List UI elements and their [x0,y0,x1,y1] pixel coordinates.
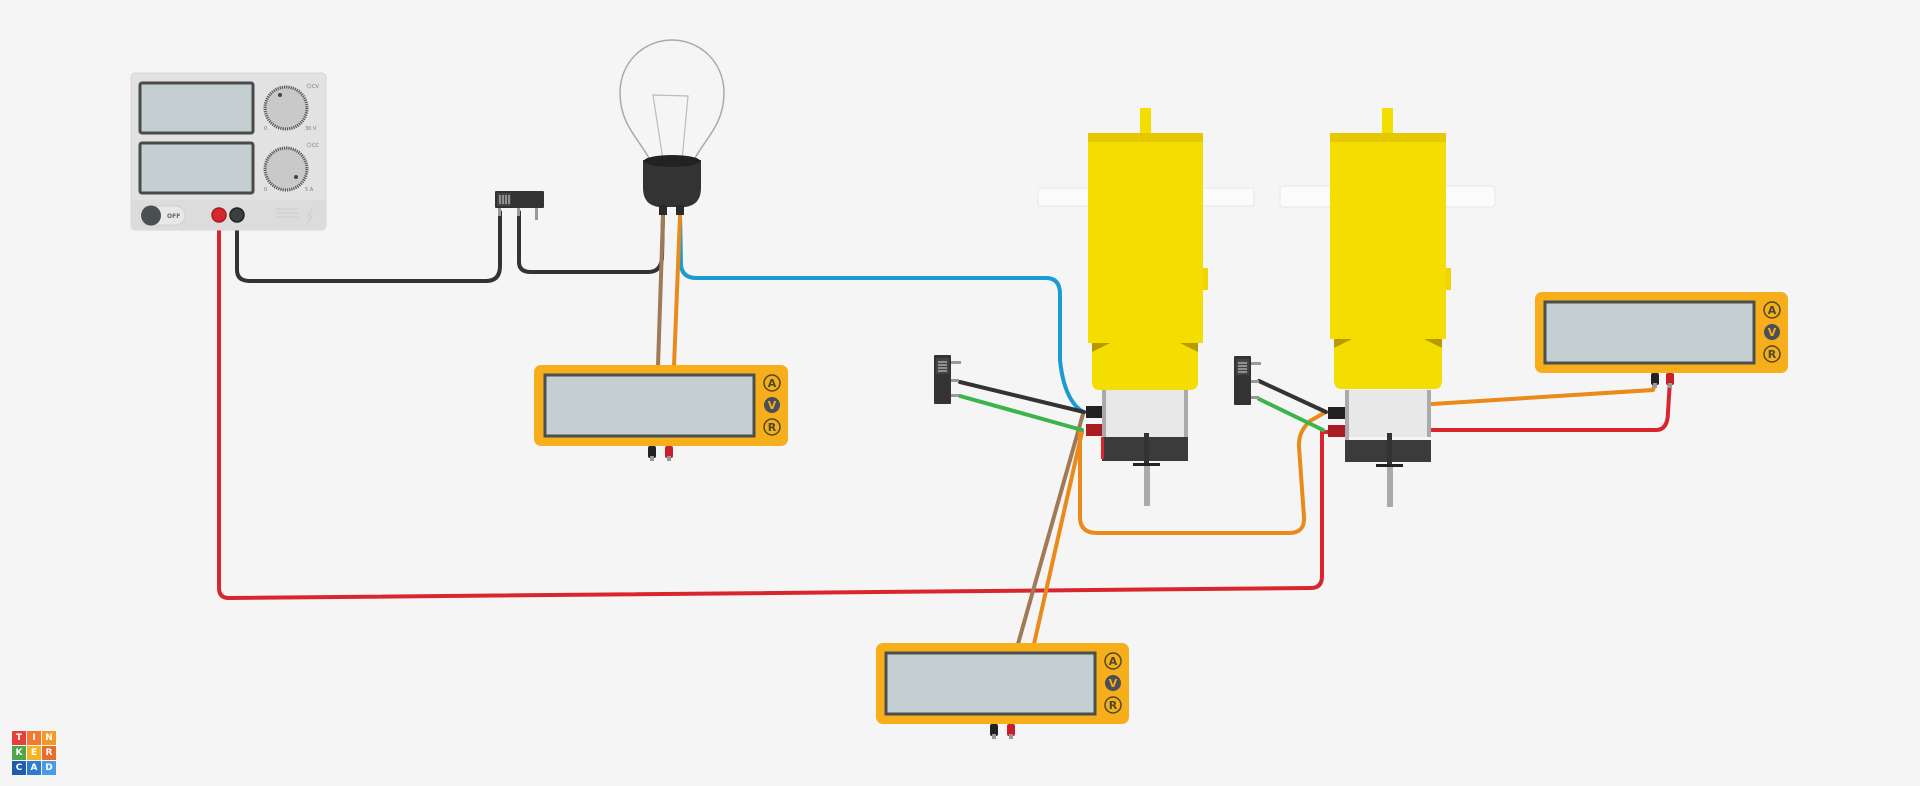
multimeter-3[interactable]: A V R [1535,292,1788,388]
multimeter-2-mode-r[interactable]: R [1104,696,1122,714]
current-min-label: 0 [264,187,267,193]
current-max-label: 5 A [305,187,314,193]
slide-switch-1[interactable] [495,191,544,220]
wire-brown-bulb-to-mm1[interactable] [656,214,665,368]
wire-green-switch2-to-motor1[interactable] [958,394,1084,432]
dc-motor-2[interactable] [1279,108,1496,507]
wire-red-psu-to-motor2[interactable] [217,214,1332,600]
svg-text:V: V [1768,326,1777,339]
multimeter-1-pos-probe[interactable] [665,446,673,458]
logo-letter: I [27,731,41,745]
multimeter-1-display [543,373,756,438]
voltage-min-label: 0 [264,126,267,132]
wire-brown-motor1-to-mm2[interactable] [1016,412,1085,646]
multimeter-1-mode-a[interactable]: A [763,374,781,392]
wire-green-switch3-to-motor2[interactable] [1257,397,1325,432]
logo-letter: E [27,746,41,760]
wire-black-switch-to-bulb[interactable] [517,210,665,274]
logo-letter: K [12,746,26,760]
wire-blue-bulb-to-motor1[interactable] [678,212,1085,414]
multimeter-1-mode-r[interactable]: R [763,418,781,436]
tinkercad-logo[interactable]: T I N K E R C A D [12,731,56,775]
multimeter-1[interactable]: A V R [534,365,788,461]
dc-motor-1-terminal-neg[interactable] [1086,406,1102,418]
multimeter-2-pos-probe[interactable] [1007,724,1015,736]
multimeter-2[interactable]: A V R [876,643,1129,739]
brand-mark-icon [276,206,314,225]
voltage-knob-marker [278,93,282,97]
multimeter-3-mode-a[interactable]: A [1763,301,1781,319]
svg-text:V: V [1109,677,1118,690]
current-display [138,141,255,195]
logo-letter: D [42,761,56,775]
logo-letter: R [42,746,56,760]
multimeter-2-com-probe[interactable] [990,724,998,736]
multimeter-1-mode-v[interactable]: V [764,397,780,413]
multimeter-3-com-probe[interactable] [1651,373,1659,385]
svg-text:R: R [1768,348,1777,361]
svg-text:R: R [768,421,777,434]
wire-black-switch2-to-motor1[interactable] [958,380,1086,414]
power-toggle-label: OFF [167,213,180,220]
wire-black-psu-to-switch[interactable] [235,210,502,283]
wires [217,210,1672,646]
wire-black-switch3-to-motor2[interactable] [1257,379,1328,414]
dc-motor-2-terminal-neg[interactable] [1328,407,1345,419]
logo-letter: N [42,731,56,745]
svg-text:V: V [768,399,777,412]
multimeter-2-mode-v[interactable]: V [1105,675,1121,691]
wire-red-motor2-to-mm3[interactable] [1430,378,1672,432]
cc-label: CC [312,143,319,149]
light-bulb[interactable] [619,39,725,215]
dc-power-supply[interactable]: CV 0 30 V CC 0 5 A OFF [130,72,327,231]
multimeter-1-com-probe[interactable] [648,446,656,458]
svg-text:A: A [1109,655,1118,668]
slide-switch-3[interactable] [1234,356,1261,405]
multimeter-2-display [884,651,1097,716]
multimeter-3-mode-r[interactable]: R [1763,345,1781,363]
wire-orange-motor1-to-motor2[interactable] [1078,411,1326,535]
multimeter-3-pos-probe[interactable] [1666,373,1674,385]
cv-indicator-icon [306,83,312,89]
multimeter-3-display [1543,300,1756,365]
svg-text:A: A [768,377,777,390]
wire-orange-motor2-to-mm3[interactable] [1430,378,1658,406]
logo-letter: T [12,731,26,745]
wire-orange-bulb-to-mm1[interactable] [672,214,682,368]
power-toggle[interactable]: OFF [138,205,186,226]
multimeter-3-mode-v[interactable]: V [1764,324,1780,340]
dc-motor-1-terminal-pos[interactable] [1086,424,1102,436]
cv-label: CV [312,84,319,90]
logo-letter: C [12,761,26,775]
voltage-display [138,81,255,135]
negative-terminal[interactable] [229,207,245,223]
dc-motor-1[interactable] [1037,108,1255,506]
positive-terminal[interactable] [211,207,227,223]
voltage-knob[interactable] [263,85,309,131]
logo-letter: A [27,761,41,775]
dc-motor-2-terminal-pos[interactable] [1328,425,1345,437]
slide-switch-2[interactable] [934,355,961,404]
current-knob-marker [294,175,298,179]
svg-text:A: A [1768,304,1777,317]
current-knob[interactable] [263,146,309,192]
voltage-max-label: 30 V [305,126,317,132]
svg-text:R: R [1109,699,1118,712]
wire-orange-motor1-to-mm2[interactable] [1032,430,1084,646]
cc-indicator-icon [306,142,312,148]
multimeter-2-mode-a[interactable]: A [1104,652,1122,670]
